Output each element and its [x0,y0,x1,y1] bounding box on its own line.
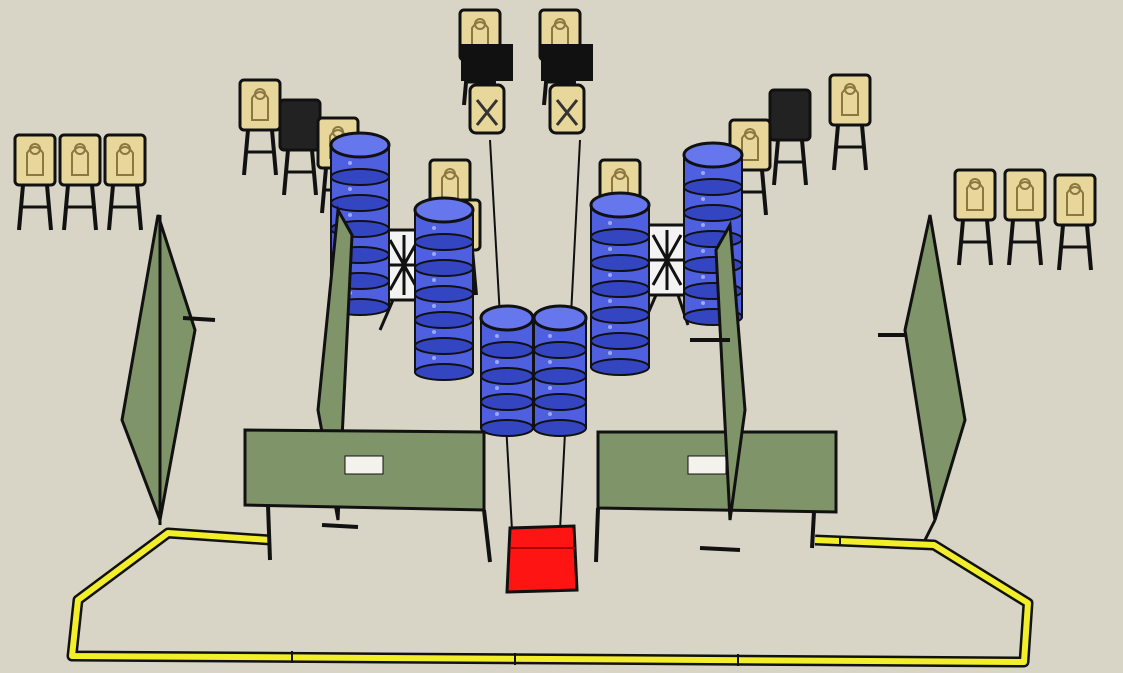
port-opening-left [345,456,383,474]
barrel-icon [415,198,473,380]
rear-target-frame [462,45,512,133]
rear-target-frame [542,45,592,133]
barrel-icon [534,306,586,436]
barrel-icon [591,193,649,375]
barrel-icon [481,306,533,436]
port-opening-right [688,456,726,474]
start-box-icon [507,526,577,592]
